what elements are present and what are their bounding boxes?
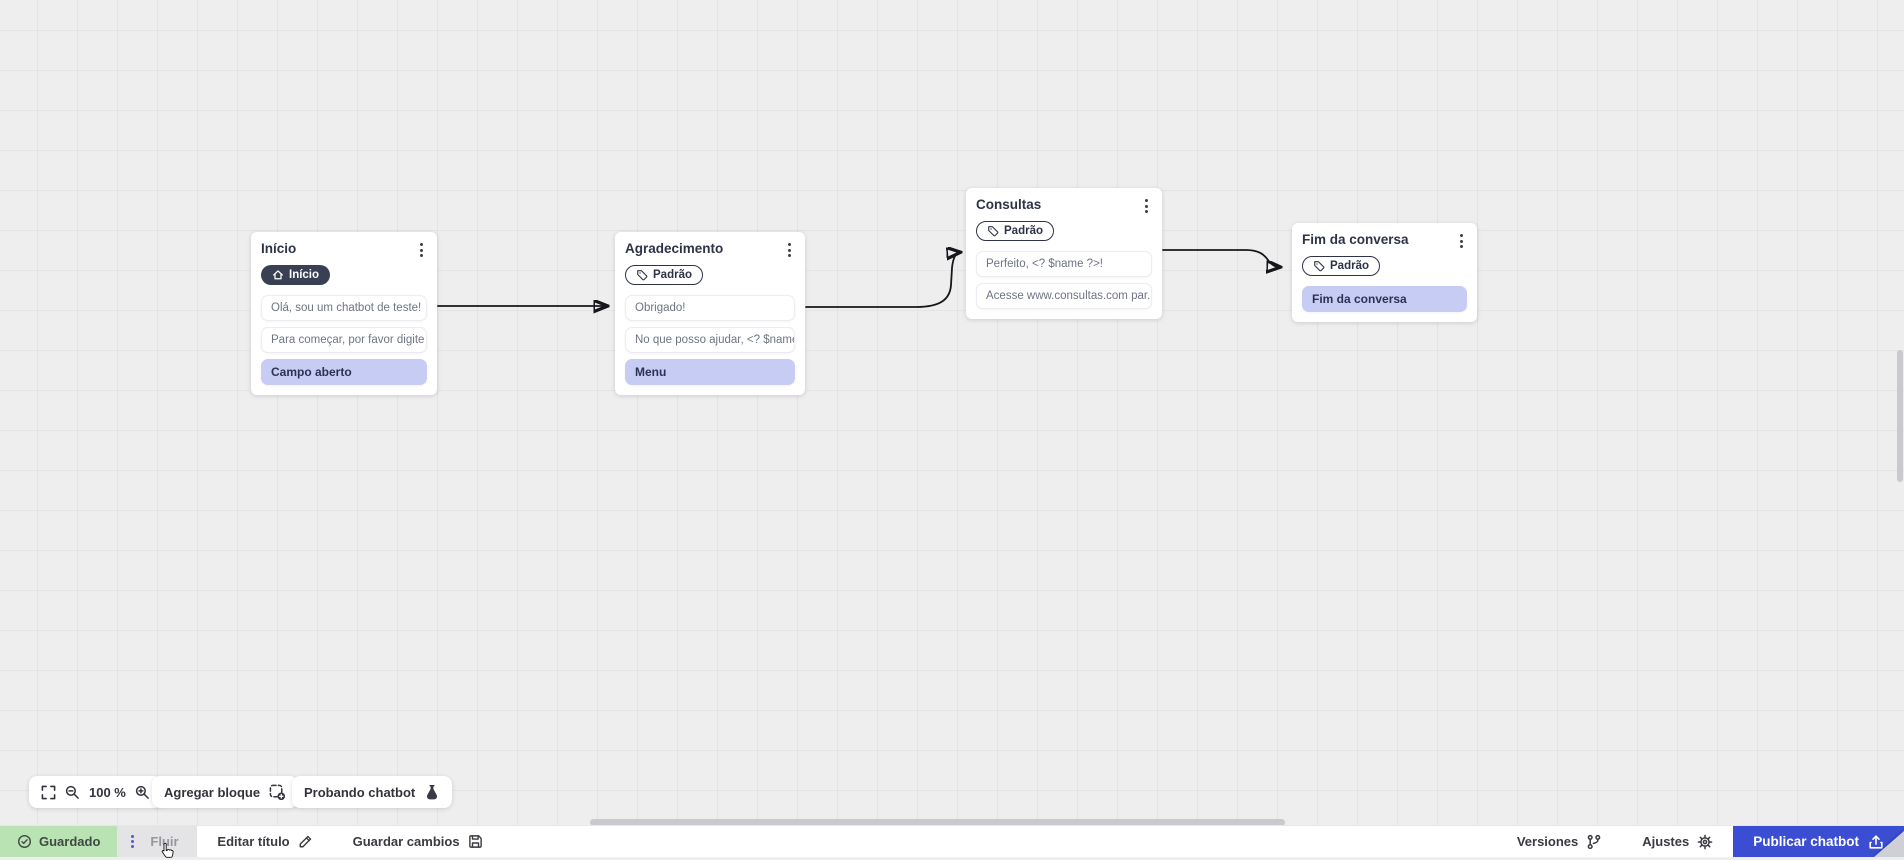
end-conversation-card[interactable]: Fim da conversa [1302,286,1467,312]
horizontal-scrollbar[interactable] [590,819,1285,826]
saved-label: Guardado [39,834,101,849]
menu-card[interactable]: Menu [625,359,795,385]
message-card[interactable]: Obrigado! [625,295,795,321]
node-type-badge: Padrão [1302,256,1380,276]
zoom-toolbar: 100 % [29,776,162,808]
message-card[interactable]: Olá, sou um chatbot de teste! [261,295,427,321]
connector-arrows [437,0,1904,825]
tab-flow[interactable]: Fluir [117,826,198,857]
settings-label: Ajustes [1642,834,1690,849]
fullscreen-icon[interactable] [41,785,56,800]
message-card[interactable]: Para começar, por favor digite o ... [261,327,427,353]
add-block-icon [269,784,286,800]
save-changes-button[interactable]: Guardar cambios [333,826,503,857]
tag-icon [988,226,999,237]
zoom-in-icon[interactable] [135,785,150,800]
flow-node-fim-da-conversa[interactable]: Fim da conversa Padrão Fim da conversa [1292,223,1477,322]
kebab-menu-icon[interactable] [784,241,795,259]
flow-tab-label: Fluir [150,834,179,849]
zoom-out-icon[interactable] [65,785,80,800]
open-field-card[interactable]: Campo aberto [261,359,427,385]
zoom-level: 100 % [89,784,126,800]
badge-label: Padrão [1330,260,1369,272]
vertical-scrollbar[interactable] [1897,350,1903,482]
node-title: Agradecimento [625,241,724,256]
node-title: Consultas [976,197,1042,212]
kebab-menu-icon[interactable] [1141,197,1152,215]
save-changes-label: Guardar cambios [352,834,460,849]
flow-node-inicio[interactable]: Início Início Olá, sou um chatbot de tes… [251,232,437,395]
tag-icon [637,270,648,281]
screen-corner-curl [1874,831,1904,857]
flow-node-consultas[interactable]: Consultas Padrão Perfeito, <? $name ?>! … [966,188,1162,319]
node-title: Fim da conversa [1302,232,1409,247]
tag-icon [1314,261,1325,272]
flow-canvas[interactable]: Início Início Olá, sou um chatbot de tes… [0,0,1904,825]
message-card[interactable]: Perfeito, <? $name ?>! [976,251,1152,277]
badge-label: Padrão [653,269,692,281]
home-icon [273,270,283,280]
versions-button[interactable]: Versiones [1497,826,1622,857]
test-chatbot-button[interactable]: Probando chatbot [292,776,453,808]
message-card[interactable]: Acesse www.consultas.com par... [976,283,1152,309]
drag-handle-icon[interactable] [131,834,135,849]
node-title: Início [261,241,297,256]
kebab-menu-icon[interactable] [1456,232,1467,250]
kebab-menu-icon[interactable] [416,241,427,259]
save-icon [468,835,482,848]
check-circle-icon [17,834,32,849]
flow-node-agradecimento[interactable]: Agradecimento Padrão Obrigado! No que po… [615,232,805,395]
flask-icon [427,785,438,800]
badge-label: Padrão [1004,225,1043,237]
node-type-badge: Início [261,265,331,285]
settings-button[interactable]: Ajustes [1622,826,1733,857]
node-type-badge: Padrão [976,221,1054,241]
edit-title-label: Editar título [217,834,290,849]
message-card[interactable]: No que posso ajudar, <? $name ... [625,327,795,353]
versions-label: Versiones [1516,834,1579,849]
badge-label: Início [289,269,320,281]
test-chatbot-label: Probando chatbot [304,784,416,800]
add-block-button[interactable]: Agregar bloque [152,776,299,808]
node-type-badge: Padrão [625,265,703,285]
pencil-icon [299,835,311,848]
gear-icon [1697,834,1713,849]
publish-label: Publicar chatbot [1753,834,1859,849]
add-block-label: Agregar bloque [164,784,261,800]
saved-status-badge: Guardado [0,826,118,857]
status-bar: Guardado Fluir Editar título Guardar cam… [0,825,1904,857]
edit-title-button[interactable]: Editar título [197,826,332,857]
versions-branch-icon [1587,834,1601,849]
